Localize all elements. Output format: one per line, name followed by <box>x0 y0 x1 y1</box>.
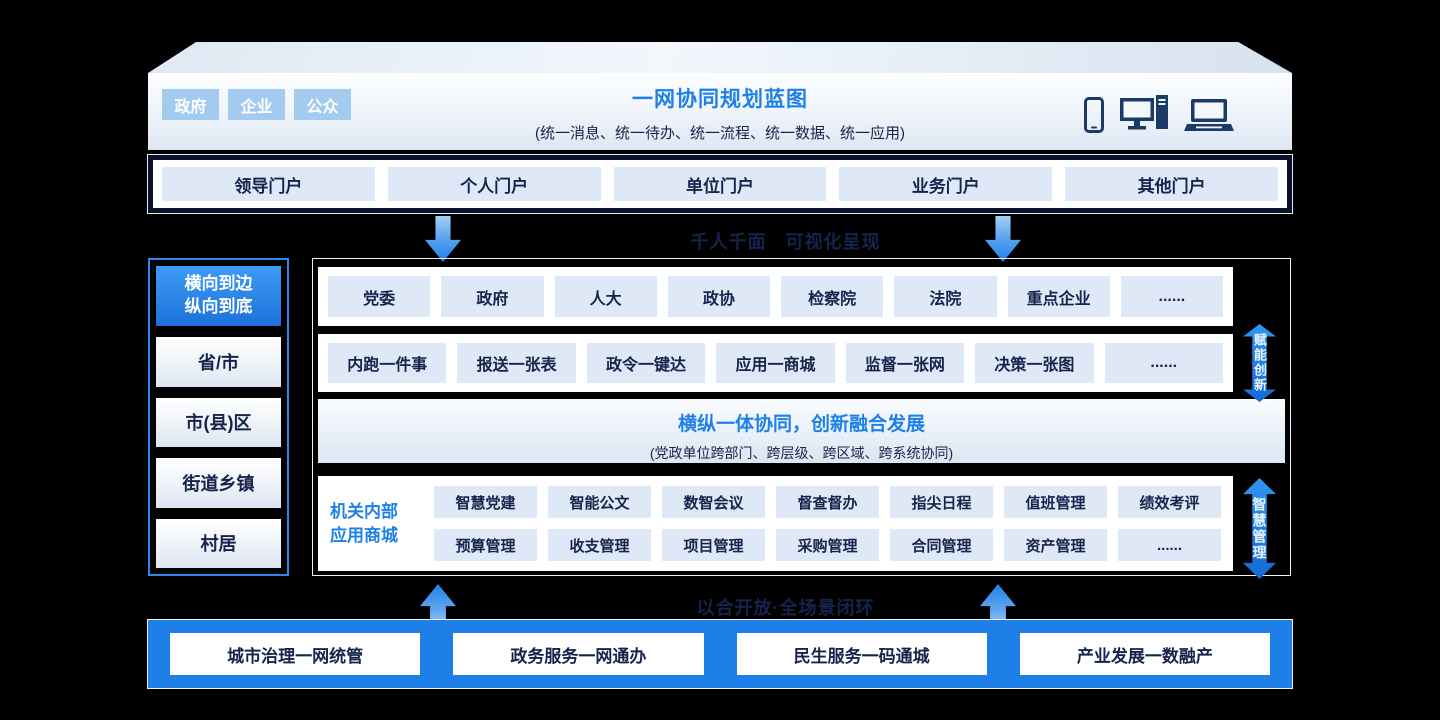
org-cell: 检察院 <box>781 276 884 317</box>
sidebar-header: 横向到边 纵向到底 <box>156 266 281 326</box>
mall-cell: 值班管理 <box>1004 486 1107 518</box>
sidebar-item: 省/市 <box>156 337 281 387</box>
sidebar-items: 省/市市(县)区街道乡镇村居 <box>156 337 281 568</box>
org-cell: 法院 <box>894 276 997 317</box>
mall-cell: 数智会议 <box>662 486 765 518</box>
service-row: 内跑一件事报送一张表政令一键达应用一商城监督一张网决策一张图...... <box>318 334 1233 392</box>
collab-subtitle: (党政单位跨部门、跨层级、跨区域、跨系统协同) <box>649 445 954 461</box>
portal-strip: 领导门户个人门户单位门户业务门户其他门户 <box>147 154 1293 214</box>
service-cell: 决策一张图 <box>975 343 1094 383</box>
mall-cell: 智慧党建 <box>434 486 537 518</box>
portal-cell: 其他门户 <box>1065 167 1278 201</box>
org-row: 党委政府人大政协检察院法院重点企业...... <box>318 267 1233 326</box>
scenario-cell: 产业发展一数融产 <box>1019 633 1270 675</box>
service-cell: 政令一键达 <box>586 343 706 383</box>
portal-cell: 单位门户 <box>613 167 827 201</box>
mall-cell: 督查督办 <box>776 486 879 518</box>
laptop-icon <box>1184 99 1234 133</box>
mall-cell: 指尖日程 <box>890 486 993 518</box>
mall-row-1: 智慧党建智能公文数智会议督查督办指尖日程值班管理绩效考评 <box>434 486 1221 518</box>
scenario-bar: 城市治理一网统管政务服务一网通办民生服务一码通城产业发展一数融产 <box>147 619 1293 689</box>
service-cell: 监督一张网 <box>845 343 965 383</box>
level-sidebar: 横向到边 纵向到底 省/市市(县)区街道乡镇村居 <box>148 258 289 576</box>
mall-label-line2: 应用商城 <box>330 525 398 545</box>
mall-row-2: 预算管理收支管理项目管理采购管理合同管理资产管理...... <box>434 529 1221 561</box>
mall-cell: 资产管理 <box>1004 529 1107 561</box>
service-cell: 内跑一件事 <box>328 343 447 383</box>
portal-cell: 个人门户 <box>387 167 601 201</box>
empower-arrow: 赋能创新 <box>1243 324 1276 402</box>
service-cell: 应用一商城 <box>716 343 835 383</box>
sidebar-header-line1: 横向到边 <box>184 274 253 294</box>
blueprint-banner: 政府企业公众 一网协同规划蓝图 (统一消息、统一待办、统一流程、统一数据、统一应… <box>148 73 1292 150</box>
sidebar-header-line2: 纵向到底 <box>184 297 253 316</box>
portal-cell: 领导门户 <box>162 167 375 201</box>
mall-cell: 智能公文 <box>548 486 651 518</box>
mall-cell: 绩效考评 <box>1118 486 1221 518</box>
banner-roof <box>148 42 1292 73</box>
sidebar-item: 街道乡镇 <box>156 458 281 508</box>
mall-cell: 收支管理 <box>548 529 651 561</box>
sidebar-item: 市(县)区 <box>156 397 281 447</box>
mall-cell: 合同管理 <box>890 529 993 561</box>
scenario-cell: 政务服务一网通办 <box>453 633 704 675</box>
service-cell: ...... <box>1104 343 1223 383</box>
device-icons <box>1084 95 1234 133</box>
collab-banner: 横纵一体协同，创新融合发展 (党政单位跨部门、跨层级、跨区域、跨系统协同) <box>318 399 1285 463</box>
org-cell: ...... <box>1120 276 1223 317</box>
banner-title: 一网协同规划蓝图 <box>632 88 808 111</box>
org-cell: 政府 <box>441 276 544 317</box>
service-cell: 报送一张表 <box>457 343 576 383</box>
empower-arrow-label: 赋能创新 <box>1252 333 1267 393</box>
audience-chip: 政府 <box>162 89 219 120</box>
mall-label-line1: 机关内部 <box>330 501 398 521</box>
org-cell: 党委 <box>328 276 431 317</box>
mall-label: 机关内部 应用商城 <box>330 500 420 548</box>
audience-chip: 公众 <box>294 89 351 120</box>
mall-cell: 预算管理 <box>434 529 537 561</box>
audience-chips: 政府企业公众 <box>162 89 351 120</box>
org-cell: 政协 <box>667 276 770 317</box>
audience-chip: 企业 <box>228 89 285 120</box>
smart-manage-arrow: 智慧管理 <box>1243 478 1276 579</box>
phone-icon <box>1084 97 1104 133</box>
caption-top: 千人千面 可视化呈现 <box>690 232 881 252</box>
scenario-cell: 城市治理一网统管 <box>170 633 421 675</box>
collab-title: 横纵一体协同，创新融合发展 <box>677 414 925 435</box>
desktop-icon <box>1120 95 1168 133</box>
mall-cell: 采购管理 <box>776 529 879 561</box>
banner-center: 一网协同规划蓝图 (统一消息、统一待办、统一流程、统一数据、统一应用) <box>148 83 1292 143</box>
sidebar-item: 村居 <box>156 518 281 568</box>
org-cell: 重点企业 <box>1007 276 1110 317</box>
scenario-cell: 民生服务一码通城 <box>736 633 987 675</box>
mall-cell: 项目管理 <box>662 529 765 561</box>
app-mall: 机关内部 应用商城 智慧党建智能公文数智会议督查督办指尖日程值班管理绩效考评 预… <box>318 476 1233 571</box>
org-cell: 人大 <box>554 276 657 317</box>
banner-subtitle: (统一消息、统一待办、统一流程、统一数据、统一应用) <box>535 125 905 142</box>
smart-manage-arrow-label: 智慧管理 <box>1251 496 1268 561</box>
caption-bottom: 以合开放·全场景闭环 <box>696 598 875 618</box>
mall-cell: ...... <box>1118 529 1221 561</box>
main-block: 党委政府人大政协检察院法院重点企业...... 内跑一件事报送一张表政令一键达应… <box>312 258 1291 579</box>
mall-grid: 智慧党建智能公文数智会议督查督办指尖日程值班管理绩效考评 预算管理收支管理项目管… <box>434 486 1221 561</box>
portal-cell: 业务门户 <box>839 167 1053 201</box>
